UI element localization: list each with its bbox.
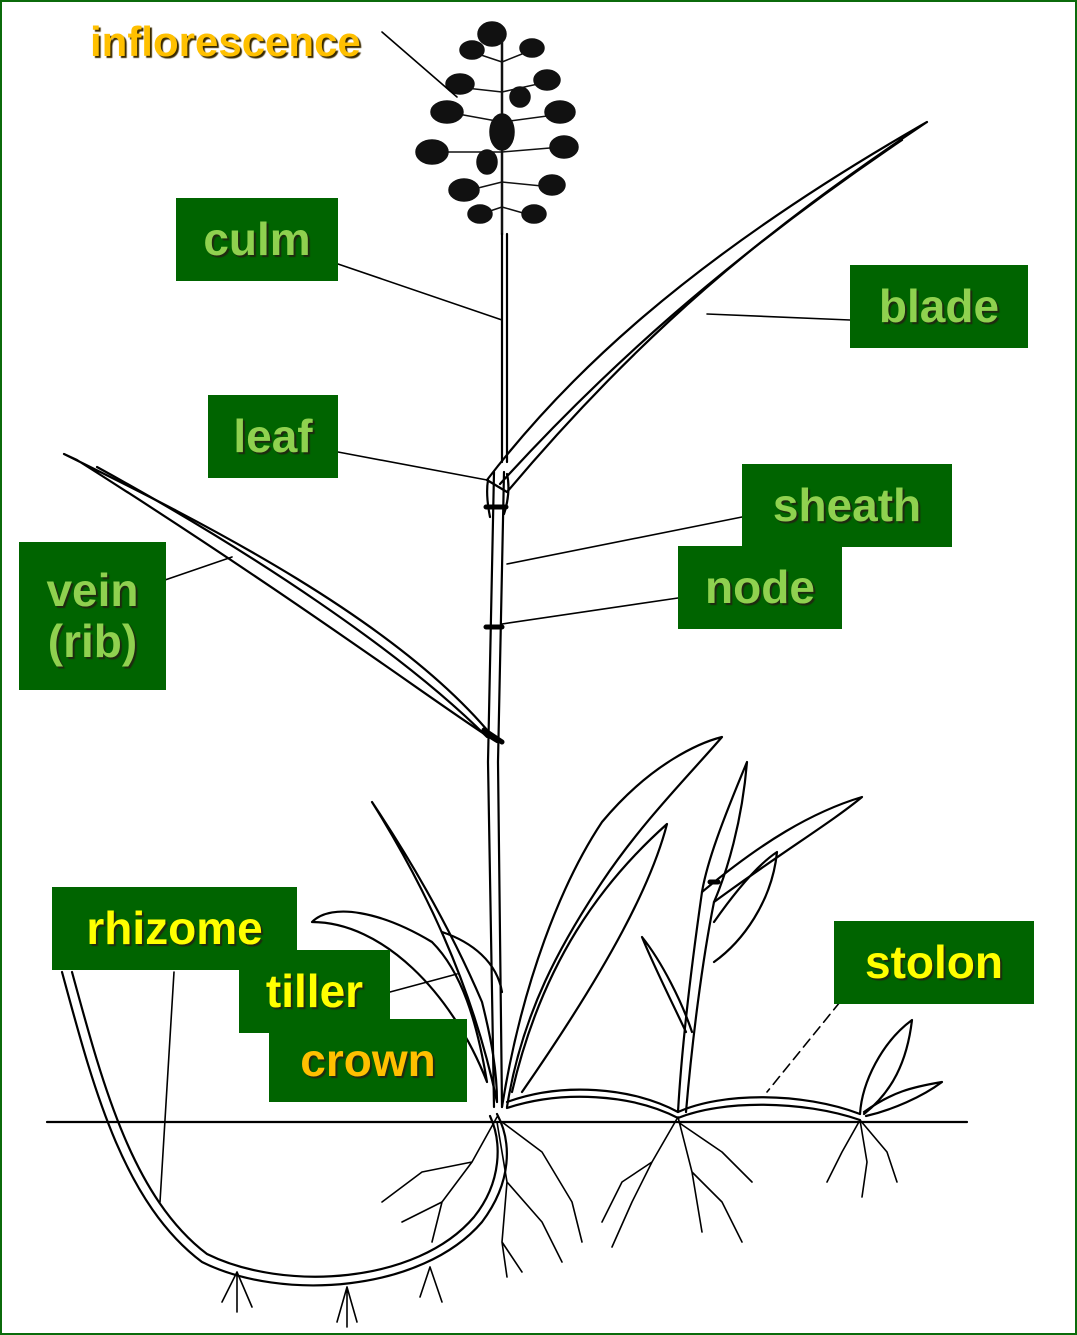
label-node: node [678,546,842,629]
stolon-drawing [507,1090,860,1114]
roots-drawing [222,1117,897,1327]
label-blade: blade [850,265,1028,348]
label-crown: crown [269,1019,467,1102]
inflorescence-drawing [416,22,578,234]
label-leaf: leaf [208,395,338,478]
tiller-drawing [678,762,747,1112]
label-inflorescence: inflorescence [90,16,410,68]
label-vein-rib: vein (rib) [19,542,166,690]
label-stolon: stolon [834,921,1034,1004]
label-culm: culm [176,198,338,281]
label-sheath: sheath [742,464,952,547]
